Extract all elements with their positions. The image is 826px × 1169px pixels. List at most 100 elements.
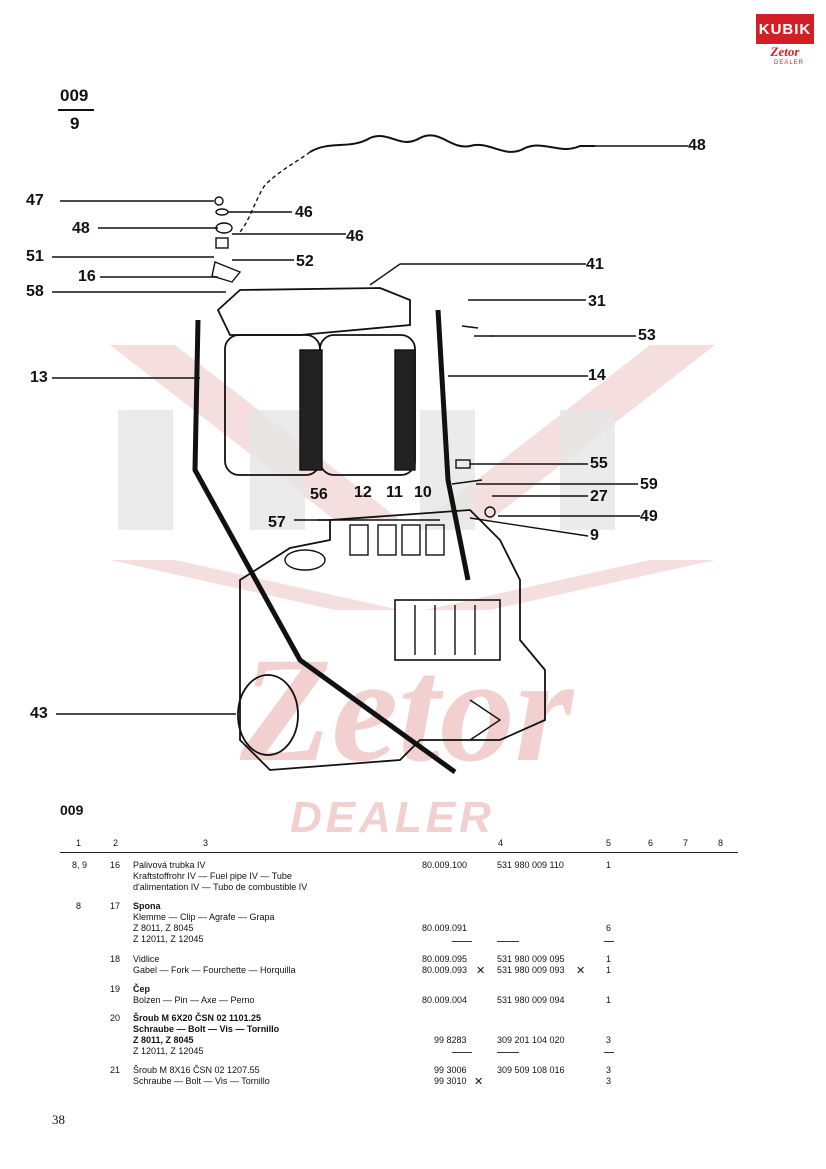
figure-divider: [58, 109, 94, 111]
row-5-code-dash: [497, 1052, 519, 1053]
row-6-code: 309 509 108 016: [497, 1065, 565, 1075]
row-5-code: 309 201 104 020: [497, 1035, 565, 1045]
row-2-part-dash: [452, 941, 472, 942]
row-5-qty: 3: [606, 1035, 612, 1045]
callout-57: 57: [268, 514, 286, 531]
row-3-qty-2: 1: [606, 965, 612, 975]
callout-59: 59: [640, 476, 658, 493]
row-3-code: 531 980 009 095: [497, 954, 565, 964]
section-title: 009: [60, 802, 84, 818]
row-2-qty: 6: [606, 923, 612, 933]
callout-47: 47: [26, 192, 44, 209]
column-header-8: 8: [718, 838, 724, 848]
callout-48-top: 48: [688, 137, 706, 154]
row-2-desc-1: Spona: [133, 901, 161, 911]
column-header-5: 5: [606, 838, 612, 848]
row-4-desc-2: Bolzen — Pin — Axe — Perno: [133, 995, 255, 1005]
row-2-desc-4: Z 12011, Z 12045: [133, 934, 204, 944]
column-header-3: 3: [203, 838, 209, 848]
row-3-desc-1: Vidlice: [133, 954, 160, 964]
header-rule: [60, 852, 738, 853]
row-2-code-dash: [497, 941, 519, 942]
row-6-qty-2: 3: [606, 1076, 612, 1086]
row-4-part: 80.009.004: [422, 995, 468, 1005]
figure-number: 009: [60, 86, 89, 105]
callout-13: 13: [30, 369, 48, 386]
column-header-7: 7: [683, 838, 689, 848]
page-number: 38: [52, 1112, 65, 1127]
row-3-code-cross-icon: ✕: [576, 964, 586, 977]
row-2-col1: 8: [76, 901, 82, 911]
callout-56: 56: [310, 486, 328, 503]
callout-55: 55: [590, 455, 608, 472]
row-3-part-cross-icon: ✕: [476, 964, 486, 977]
callout-48-left: 48: [72, 220, 90, 237]
row-2-qty-dash: [604, 941, 614, 942]
row-5-col2: 20: [110, 1013, 121, 1023]
callout-16: 16: [78, 268, 96, 285]
row-3-part: 80.009.095: [422, 954, 468, 964]
row-5-part: 99 8283: [434, 1035, 467, 1045]
watermark-dealer: DEALER: [290, 793, 495, 842]
row-1-col2: 16: [110, 860, 121, 870]
callout-58: 58: [26, 283, 44, 300]
column-header-6: 6: [648, 838, 654, 848]
row-5-desc-4: Z 12011, Z 12045: [133, 1046, 204, 1056]
row-4-col2: 19: [110, 984, 121, 994]
column-header-1: 1: [76, 838, 82, 848]
callout-14: 14: [588, 367, 606, 384]
callout-51: 51: [26, 248, 44, 265]
logo-zetor: Zetor: [770, 44, 800, 59]
row-5-qty-dash: [604, 1052, 614, 1053]
callout-46-lower: 46: [346, 228, 364, 245]
callout-53: 53: [638, 327, 656, 344]
row-2-desc-2: Klemme — Clip — Agrafe — Grapa: [133, 912, 275, 922]
callout-10: 10: [414, 484, 432, 501]
fuel-filter-diagram: [52, 134, 688, 775]
row-6-part-2: 99 3010: [434, 1076, 467, 1086]
row-1-col1: 8, 9: [72, 860, 88, 870]
callout-52: 52: [296, 253, 314, 270]
kubik-zetor-logo: KUBIK Zetor DEALER: [756, 14, 814, 66]
row-4-desc-1: Čep: [133, 984, 151, 994]
callout-41: 41: [586, 256, 604, 273]
row-1-desc-3: d'alimentation IV — Tubo de combustible …: [133, 882, 308, 892]
row-3-desc-2: Gabel — Fork — Fourchette — Horquilla: [133, 965, 296, 975]
row-1-qty: 1: [606, 860, 612, 870]
logo-kubik: KUBIK: [756, 14, 814, 44]
row-2-col2: 17: [110, 901, 121, 911]
column-header-2: 2: [113, 838, 119, 848]
row-6-qty: 3: [606, 1065, 612, 1075]
row-3-qty: 1: [606, 954, 612, 964]
row-5-desc-2: Schraube — Bolt — Vis — Tornillo: [133, 1024, 280, 1034]
row-4-code: 531 980 009 094: [497, 995, 565, 1005]
row-6-part: 99 3006: [434, 1065, 467, 1075]
row-6-desc-2: Schraube — Bolt — Vis — Tornillo: [133, 1076, 270, 1086]
callout-12: 12: [354, 484, 372, 501]
row-3-code-2: 531 980 009 093: [497, 965, 565, 975]
callout-31: 31: [588, 293, 606, 310]
row-4-qty: 1: [606, 995, 612, 1005]
row-6-part-cross-icon: ✕: [474, 1075, 484, 1088]
row-2-part: 80.009.091: [422, 923, 468, 933]
row-5-desc-3: Z 8011, Z 8045: [133, 1035, 194, 1045]
callout-49: 49: [640, 508, 658, 525]
callout-11: 11: [386, 484, 403, 501]
row-3-col2: 18: [110, 954, 121, 964]
row-6-desc-1: Šroub M 8X16 ČSN 02 1207.55: [133, 1065, 260, 1075]
row-1-part: 80.009.100: [422, 860, 468, 870]
logo-dealer: DEALER: [774, 60, 805, 66]
callout-43: 43: [30, 705, 48, 722]
row-6-col2: 21: [110, 1065, 121, 1075]
callout-27: 27: [590, 488, 608, 505]
row-5-desc-1: Šroub M 6X20 ČSN 02 1101.25: [133, 1013, 262, 1023]
callout-9: 9: [590, 527, 599, 544]
row-5-part-dash: [452, 1052, 472, 1053]
figure-subnumber: 9: [70, 114, 80, 133]
row-3-part-2: 80.009.093: [422, 965, 468, 975]
row-1-desc-1: Palivová trubka IV: [133, 860, 206, 870]
row-1-code: 531 980 009 110: [497, 860, 564, 870]
row-2-desc-3: Z 8011, Z 8045: [133, 923, 194, 933]
column-header-4: 4: [498, 838, 504, 848]
callout-46-upper: 46: [295, 204, 313, 221]
